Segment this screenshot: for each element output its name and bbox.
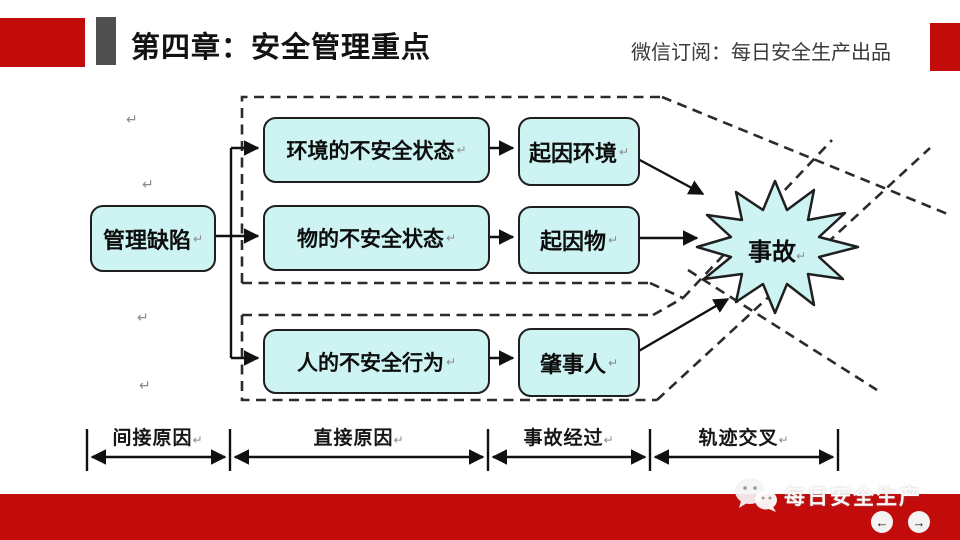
- nav-back-button[interactable]: ←: [871, 511, 893, 533]
- node-unsafe-human-behavior: 人的不安全行为↵: [263, 329, 490, 394]
- node-unsafe-environment-state: 环境的不安全状态↵: [263, 117, 490, 183]
- return-mark: ↵: [778, 433, 790, 447]
- node-cause-environment: 起因环境↵: [518, 117, 640, 186]
- axis-text: 直接原因: [313, 428, 394, 449]
- return-mark: ↵: [126, 112, 138, 128]
- arrow-left-icon: ←: [875, 514, 889, 530]
- return-mark: ↵: [618, 144, 630, 159]
- return-mark: ↵: [456, 143, 467, 157]
- subscription-text: 微信订阅：每日安全生产出品: [631, 42, 891, 64]
- node-label: 事故: [747, 240, 796, 266]
- axis-label-direct-cause: 直接原因↵: [299, 423, 419, 450]
- header-red-block-left: [0, 18, 85, 67]
- node-perpetrator: 肇事人↵: [518, 328, 640, 397]
- page-title: 第四章：安全管理重点: [131, 32, 432, 64]
- return-mark: ↵: [139, 378, 151, 394]
- return-mark: ↵: [192, 433, 204, 447]
- accident-starburst: [695, 179, 860, 315]
- footer-red-bar: [0, 494, 960, 540]
- node-label: 肇事人: [539, 351, 606, 377]
- return-mark: ↵: [603, 433, 615, 447]
- nav-forward-button[interactable]: →: [908, 511, 930, 533]
- header-gray-bar: [96, 17, 116, 65]
- arrow-right-icon: →: [912, 514, 926, 530]
- return-mark: ↵: [393, 433, 405, 447]
- return-mark: ↵: [607, 355, 619, 370]
- node-unsafe-thing-state: 物的不安全状态↵: [263, 205, 490, 271]
- node-management-defect: 管理缺陷↵: [90, 205, 216, 272]
- wechat-icon: [735, 478, 777, 512]
- return-mark: ↵: [445, 231, 457, 245]
- return-mark: ↵: [192, 231, 204, 246]
- node-label: 环境的不安全状态: [286, 139, 455, 163]
- axis-text: 事故经过: [523, 428, 604, 449]
- return-mark: ↵: [607, 233, 619, 247]
- axis-label-indirect-cause: 间接原因↵: [98, 423, 218, 450]
- return-mark: ↵: [142, 177, 154, 193]
- node-label: 管理缺陷: [102, 227, 191, 253]
- axis-text: 轨迹交叉: [698, 428, 779, 449]
- return-mark: ↵: [795, 249, 807, 263]
- axis-label-trajectory-cross: 轨迹交叉↵: [684, 423, 804, 450]
- axis-text: 间接原因: [112, 428, 193, 449]
- return-mark: ↵: [445, 354, 457, 369]
- node-label: 人的不安全行为: [296, 350, 444, 375]
- brand-text: 每日安全生产: [784, 486, 922, 509]
- accident-label: 事故↵: [737, 232, 817, 267]
- node-label: 起因环境: [528, 140, 617, 166]
- node-label: 物的不安全状态: [296, 227, 444, 251]
- header-red-block-right: [930, 23, 960, 71]
- axis-label-accident-course: 事故经过↵: [509, 423, 629, 450]
- return-mark: ↵: [137, 310, 149, 326]
- node-cause-thing: 起因物↵: [518, 206, 640, 274]
- node-label: 起因物: [539, 229, 606, 254]
